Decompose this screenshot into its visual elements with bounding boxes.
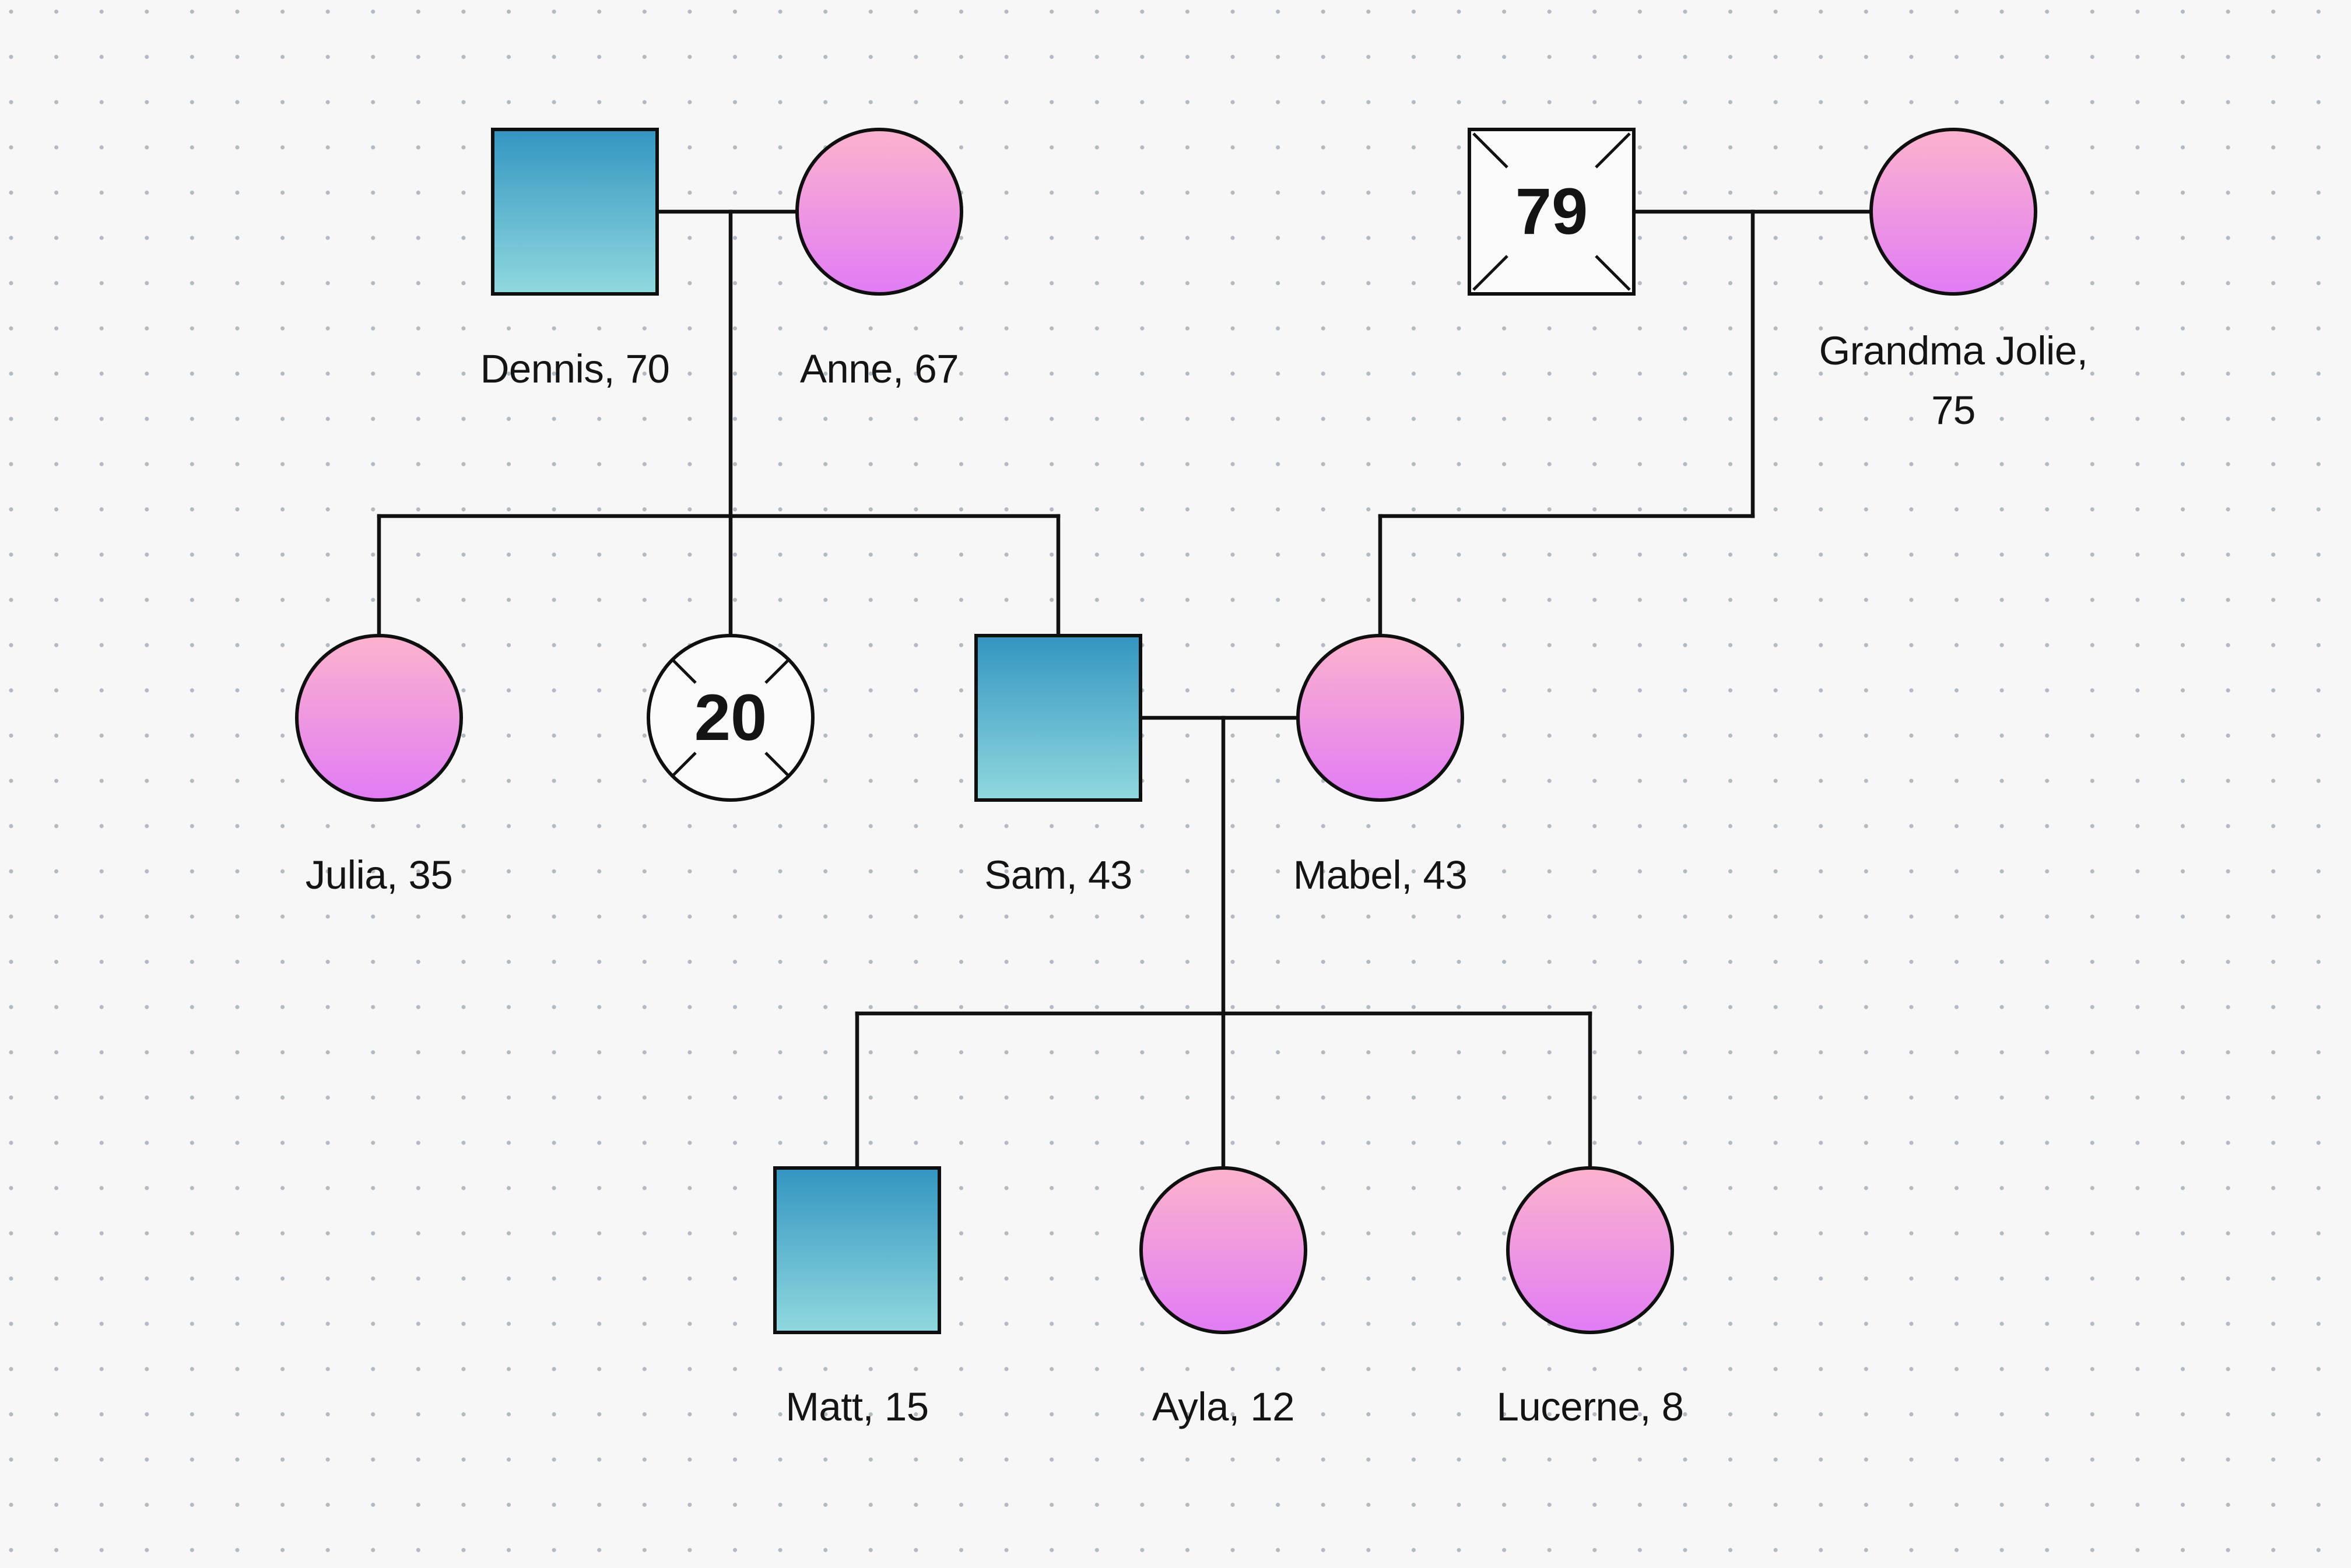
person-node-dennis[interactable]: [491, 128, 659, 296]
person-node-matt[interactable]: [773, 1166, 941, 1334]
person-label-sam: Sam, 43: [984, 853, 1132, 897]
person-node-grandma-jolie[interactable]: [1869, 128, 2037, 296]
person-label-dennis: Dennis, 70: [480, 346, 670, 391]
person-node-anne[interactable]: [795, 128, 963, 296]
deceased-x-icon: [1472, 132, 1631, 291]
age-number-sibling: 20: [694, 681, 767, 754]
person-node-julia[interactable]: [295, 634, 463, 802]
deceased-x-strokes: [1472, 132, 1631, 291]
age-number-grandfather: 79: [1515, 175, 1588, 248]
person-label-anne: Anne, 67: [799, 346, 959, 391]
person-label-lucerne: Lucerne, 8: [1496, 1384, 1684, 1429]
deceased-x-icon: [672, 660, 789, 776]
person-node-mabel[interactable]: [1296, 634, 1464, 802]
person-label-grandma-jolie: Grandma Jolie, 75: [1819, 328, 2088, 433]
person-label-ayla: Ayla, 12: [1152, 1384, 1295, 1429]
deceased-x-strokes: [672, 660, 789, 776]
person-label-julia: Julia, 35: [305, 853, 453, 897]
person-node-ayla[interactable]: [1139, 1166, 1307, 1334]
person-node-deceased-sibling-20[interactable]: 20: [647, 634, 815, 802]
person-node-lucerne[interactable]: [1506, 1166, 1674, 1334]
person-label-mabel: Mabel, 43: [1293, 853, 1468, 897]
person-label-matt: Matt, 15: [785, 1384, 929, 1429]
person-node-grandfather-79[interactable]: 79: [1468, 128, 1636, 296]
person-node-sam[interactable]: [974, 634, 1142, 802]
